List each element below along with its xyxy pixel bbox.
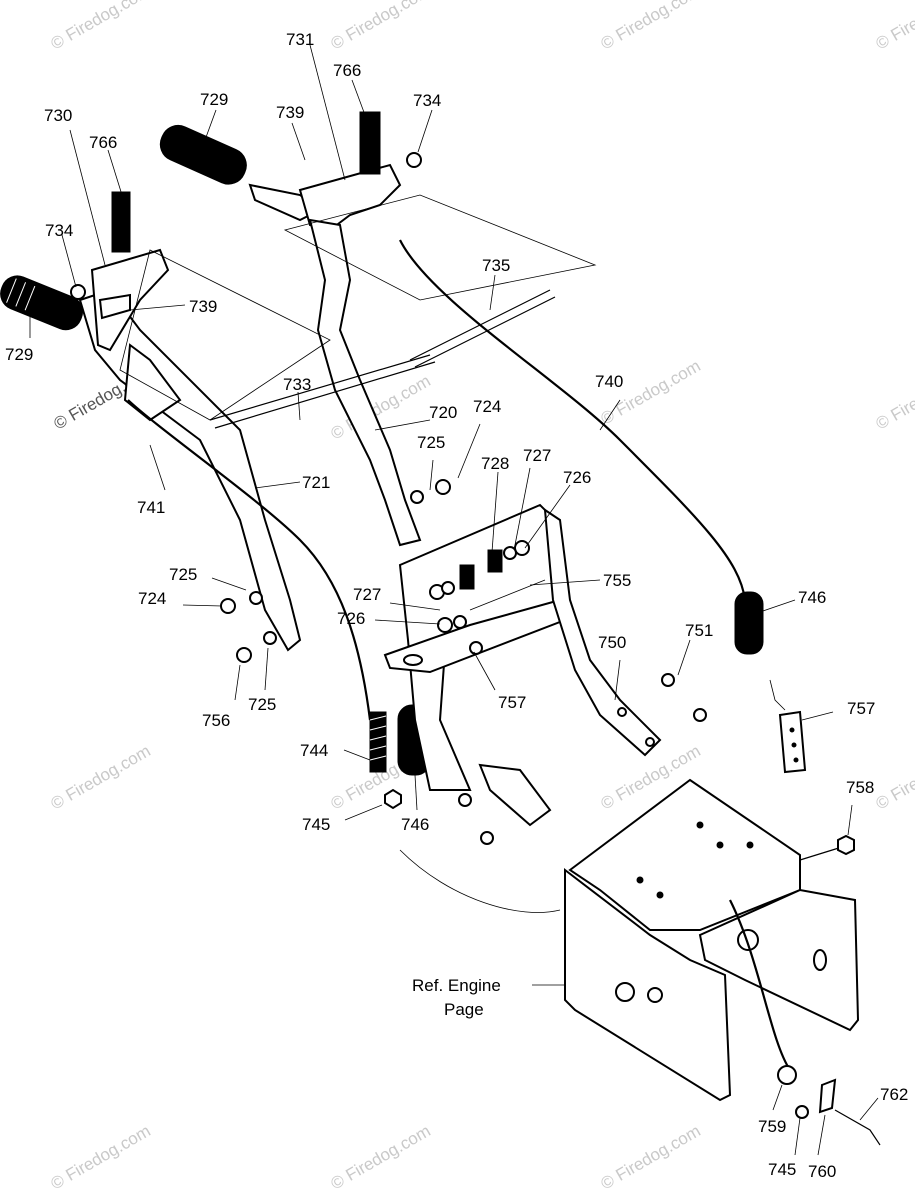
label-733: 733: [283, 375, 311, 394]
label-721: 721: [302, 473, 330, 492]
boot-746-right: [734, 591, 764, 655]
label-725: 725: [169, 565, 197, 584]
label-729: 729: [200, 90, 228, 109]
label-739: 739: [189, 297, 217, 316]
label-739: 739: [276, 103, 304, 122]
lower-right-bar: [543, 508, 707, 757]
label-726: 726: [563, 468, 591, 487]
label-741: 741: [137, 498, 165, 517]
label-751: 751: [685, 621, 713, 640]
watermark: © Firedog.com: [873, 741, 915, 813]
watermark: © Firedog.com: [873, 0, 915, 53]
label-727: 727: [523, 446, 551, 465]
spring-744: [369, 711, 387, 773]
left-lever-grip: [111, 191, 131, 253]
label-724: 724: [473, 397, 501, 416]
label-762: 762: [880, 1085, 908, 1104]
label-766: 766: [89, 133, 117, 152]
right-grip: [159, 124, 247, 185]
label-745: 745: [768, 1160, 796, 1179]
leader-lines: [29, 44, 879, 1156]
watermark: © Firedog.com: [48, 0, 154, 53]
label-734: 734: [413, 91, 441, 110]
label-755: 755: [603, 571, 631, 590]
watermark: © Firedog.com: [48, 741, 154, 813]
left-handle-assembly: [0, 191, 431, 810]
label-730: 730: [44, 106, 72, 125]
label-750: 750: [598, 633, 626, 652]
label-756: 756: [202, 711, 230, 730]
label-740: 740: [595, 372, 623, 391]
label-746: 746: [401, 815, 429, 834]
label-757: 757: [847, 699, 875, 718]
watermark: © Firedog.com: [328, 1121, 434, 1193]
watermark: © Firedog.com: [598, 0, 704, 53]
label-760: 760: [808, 1162, 836, 1181]
watermark: © Firedog.com: [598, 356, 704, 428]
label-758: 758: [846, 778, 874, 797]
label-734: 734: [45, 221, 73, 240]
label-744: 744: [300, 741, 328, 760]
label-ref-engine: Ref. Engine: [412, 976, 501, 995]
label-720: 720: [429, 403, 457, 422]
label-ref-page: Page: [444, 1000, 484, 1019]
label-731: 731: [286, 30, 314, 49]
label-729: 729: [5, 345, 33, 364]
label-746: 746: [798, 588, 826, 607]
watermark: © Firedog.com: [598, 1121, 704, 1193]
watermark: © Firedog.com: [48, 1121, 154, 1193]
label-726: 726: [337, 609, 365, 628]
label-725: 725: [417, 433, 445, 452]
left-grip: [0, 275, 84, 331]
label-766: 766: [333, 61, 361, 80]
label-724: 724: [138, 589, 166, 608]
right-lever-grip: [359, 111, 381, 175]
label-745: 745: [302, 815, 330, 834]
label-759: 759: [758, 1117, 786, 1136]
label-725: 725: [248, 695, 276, 714]
part-labels: 730 766 734 729 739 729 739 731 766 734 …: [5, 30, 908, 1181]
watermark: © Firedog.com: [873, 361, 915, 433]
watermark: © Firedog.com: [328, 0, 434, 53]
engine-frame: [564, 778, 860, 1102]
label-735: 735: [482, 256, 510, 275]
label-757: 757: [498, 693, 526, 712]
label-728: 728: [481, 454, 509, 473]
label-727: 727: [353, 585, 381, 604]
right-handle-assembly: [159, 111, 807, 774]
